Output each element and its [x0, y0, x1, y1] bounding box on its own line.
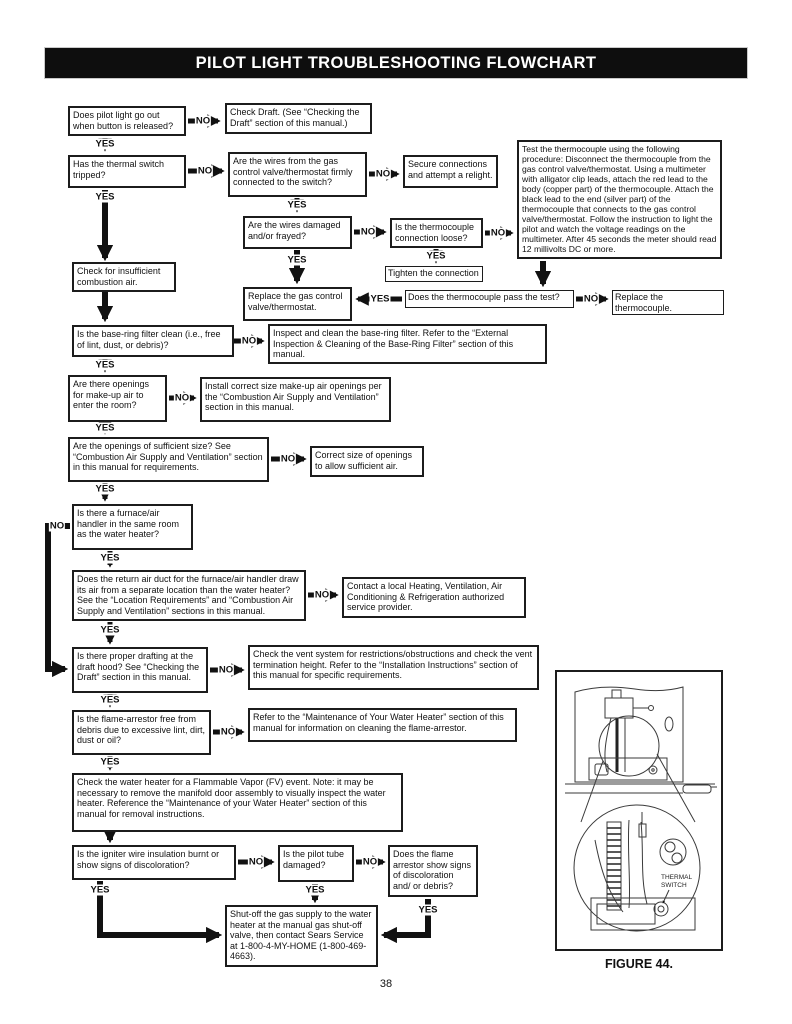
yes-label: YES	[99, 694, 121, 706]
yes-label: YES	[99, 624, 121, 636]
node-flammable-vapor-check: Check the water heater for a Flammable V…	[72, 773, 403, 832]
node-check-draft: Check Draft. (See “Checking the Draft” s…	[225, 103, 372, 134]
yes-label: YES	[304, 884, 326, 896]
node-furnace-same-room-question: Is there a furnace/air handler in the sa…	[72, 504, 193, 550]
no-label: NO	[279, 453, 297, 465]
node-thermocouple-loose-question: Is the thermocouple connection loose?	[390, 218, 483, 248]
yes-label: YES	[99, 756, 121, 768]
page-number: 38	[379, 978, 393, 990]
no-label: NO	[48, 520, 66, 532]
figure-caption: FIGURE 44.	[604, 957, 674, 971]
no-label: NO	[196, 165, 214, 177]
node-makeup-air-question: Are there openings for make-up air to en…	[68, 375, 167, 422]
node-draft-hood-question: Is there proper drafting at the draft ho…	[72, 647, 208, 693]
node-correct-openings: Correct size of openings to allow suffic…	[310, 446, 424, 477]
magnifier-circle	[573, 804, 701, 932]
yes-label: YES	[286, 254, 308, 266]
node-igniter-wire-question: Is the igniter wire insulation burnt or …	[72, 845, 236, 880]
node-replace-thermocouple: Replace the thermocouple.	[612, 290, 724, 316]
node-flame-arrestor-question: Is the flame-arrestor free from debris d…	[72, 710, 211, 755]
yes-label: YES	[417, 904, 439, 916]
node-inspect-basering: Inspect and clean the base-ring filter. …	[268, 324, 547, 364]
node-tighten-connection: Tighten the connection	[385, 266, 483, 282]
no-label: NO	[361, 856, 379, 868]
no-label: NO	[374, 168, 392, 180]
yes-label: YES	[369, 293, 391, 305]
thermal-switch-part	[653, 901, 669, 917]
yes-label: YES	[99, 552, 121, 564]
no-label: NO	[173, 392, 191, 404]
thermal-switch-label: THERMAL	[661, 874, 692, 881]
node-thermocouple-test-procedure: Test the thermocouple using the followin…	[517, 140, 722, 259]
yes-label: YES	[94, 422, 116, 434]
yes-label: YES	[94, 191, 116, 203]
thermal-switch-pointer	[662, 889, 670, 904]
figure-44-frame: THERMAL SWITCH	[555, 670, 723, 951]
no-label: NO	[582, 293, 600, 305]
node-basering-clean-question: Is the base-ring filter clean (i.e., fre…	[72, 325, 234, 357]
node-openings-size-question: Are the openings of sufficient size? See…	[68, 437, 269, 482]
node-install-openings: Install correct size make-up air opening…	[200, 377, 391, 422]
yes-label: YES	[425, 250, 447, 262]
node-replace-gas-valve: Replace the gas control valve/thermostat…	[243, 287, 352, 321]
page-title: PILOT LIGHT TROUBLESHOOTING FLOWCHART	[45, 48, 747, 78]
pilot-tube	[627, 819, 631, 909]
no-label: NO	[247, 856, 265, 868]
node-thermal-switch-question: Has the thermal switch tripped?	[68, 155, 186, 188]
no-label: NO	[489, 227, 507, 239]
no-label: NO	[194, 115, 212, 127]
yes-label: YES	[94, 138, 116, 150]
node-secure-connections: Secure connections and attempt a relight…	[403, 155, 498, 188]
node-pilot-tube-question: Is the pilot tube damaged?	[278, 845, 354, 882]
no-label: NO	[313, 589, 331, 601]
tank-outline	[574, 686, 684, 783]
node-shutoff-gas: Shut-off the gas supply to the water hea…	[225, 905, 378, 967]
node-refer-maintenance: Refer to the “Maintenance of Your Water …	[248, 708, 517, 742]
node-contact-hvac: Contact a local Heating, Ventilation, Ai…	[342, 577, 526, 618]
node-wires-damaged-question: Are the wires damaged and/or frayed?	[243, 216, 352, 249]
node-thermocouple-pass-question: Does the thermocouple pass the test?	[405, 290, 574, 308]
no-label: NO	[240, 335, 258, 347]
flame-arrestor-strip	[606, 821, 622, 911]
node-return-duct-question: Does the return air duct for the furnace…	[72, 570, 306, 621]
yes-label: YES	[94, 483, 116, 495]
no-label: NO	[219, 726, 237, 738]
node-flame-arrestor-signs-question: Does the flame arrestor show signs of di…	[388, 845, 478, 897]
node-check-vent-system: Check the vent system for restrictions/o…	[248, 645, 539, 690]
thermal-switch-label: SWITCH	[661, 882, 687, 889]
no-label: NO	[359, 226, 377, 238]
yes-label: YES	[89, 884, 111, 896]
node-wires-connected-question: Are the wires from the gas control valve…	[228, 152, 367, 197]
magnifier-source-circle	[598, 715, 660, 777]
yes-label: YES	[286, 199, 308, 211]
water-heater-drawing: THERMAL SWITCH	[565, 686, 717, 932]
node-pilot-light-question: Does pilot light go out when button is r…	[68, 106, 186, 136]
node-check-combustion-air: Check for insufficient combustion air.	[72, 262, 176, 292]
no-label: NO	[217, 664, 235, 676]
yes-label: YES	[94, 359, 116, 371]
